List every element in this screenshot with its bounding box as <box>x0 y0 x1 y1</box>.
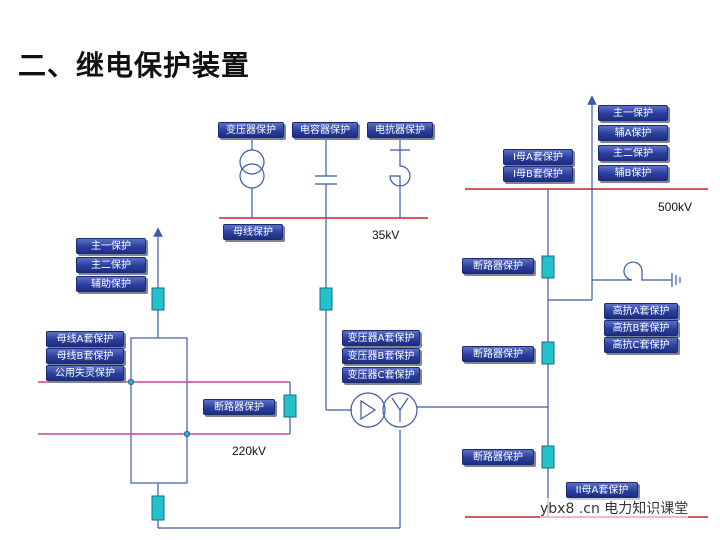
hv-reactor-b-tag: 高抗B套保护 <box>604 320 678 336</box>
ct-500kv-bottom <box>541 445 555 469</box>
ct-35kv-capacitor <box>319 287 333 311</box>
transformer-35kv-symbol <box>239 149 265 175</box>
reactor-protection-tag: 电抗器保护 <box>367 122 433 138</box>
main2-500-tag: 主二保护 <box>598 145 668 161</box>
bus2-a-protection-tag: II母A套保护 <box>566 482 638 498</box>
hv-reactor-c-tag: 高抗C套保护 <box>604 337 678 353</box>
main2-220-tag: 主二保护 <box>76 257 146 273</box>
capacitor-protection-tag: 电容器保护 <box>292 122 358 138</box>
bus-protection-35kv-tag: 母线保护 <box>223 224 283 240</box>
bus1-a-protection-tag: I母A套保护 <box>503 149 573 165</box>
bus-b-220-tag: 母线B套保护 <box>46 348 124 364</box>
aux-b-500-tag: 辅B保护 <box>598 165 668 181</box>
ct-220kv-top <box>151 287 165 311</box>
bus-a-220-tag: 母线A套保护 <box>46 331 124 347</box>
breaker-220-tag: 断路器保护 <box>203 399 275 415</box>
transformer-500-symbol <box>350 392 386 428</box>
ct-220kv-breaker <box>283 394 297 418</box>
voltage-35kv-label: 35kV <box>372 228 400 242</box>
main1-500-tag: 主一保护 <box>598 105 668 121</box>
hv-reactor-a-tag: 高抗A套保护 <box>604 303 678 319</box>
transformer-c-protection-tag: 变压器C套保护 <box>342 367 420 383</box>
transformer-b-protection-tag: 变压器B套保护 <box>342 348 420 364</box>
transformer-protection-tag: 变压器保护 <box>218 122 284 138</box>
voltage-220kv-label: 220kV <box>232 444 267 458</box>
voltage-500kv-label: 500kV <box>658 200 693 214</box>
aux-a-500-tag: 辅A保护 <box>598 125 668 141</box>
page-title: 二、继电保护装置 <box>18 49 251 82</box>
aux-220-tag: 辅助保护 <box>76 276 146 292</box>
breaker-500-top-tag: 断路器保护 <box>462 258 534 274</box>
ct-500kv-mid <box>541 341 555 365</box>
transformer-a-protection-tag: 变压器A套保护 <box>342 330 420 346</box>
common-failure-220-tag: 公用失灵保护 <box>46 365 124 381</box>
main1-220-tag: 主一保护 <box>76 238 146 254</box>
shunt-reactor-symbol <box>623 261 672 281</box>
ct-500kv-top <box>541 255 555 279</box>
breaker-500-mid-tag: 断路器保护 <box>462 346 534 362</box>
bus1-b-protection-tag: I母B套保护 <box>503 166 573 182</box>
watermark: ybx8 .cn 电力知识课堂 <box>540 498 689 518</box>
breaker-500-bot-tag: 断路器保护 <box>462 449 534 465</box>
reactor-symbol <box>389 150 411 218</box>
ct-220kv-bottom <box>151 495 165 521</box>
